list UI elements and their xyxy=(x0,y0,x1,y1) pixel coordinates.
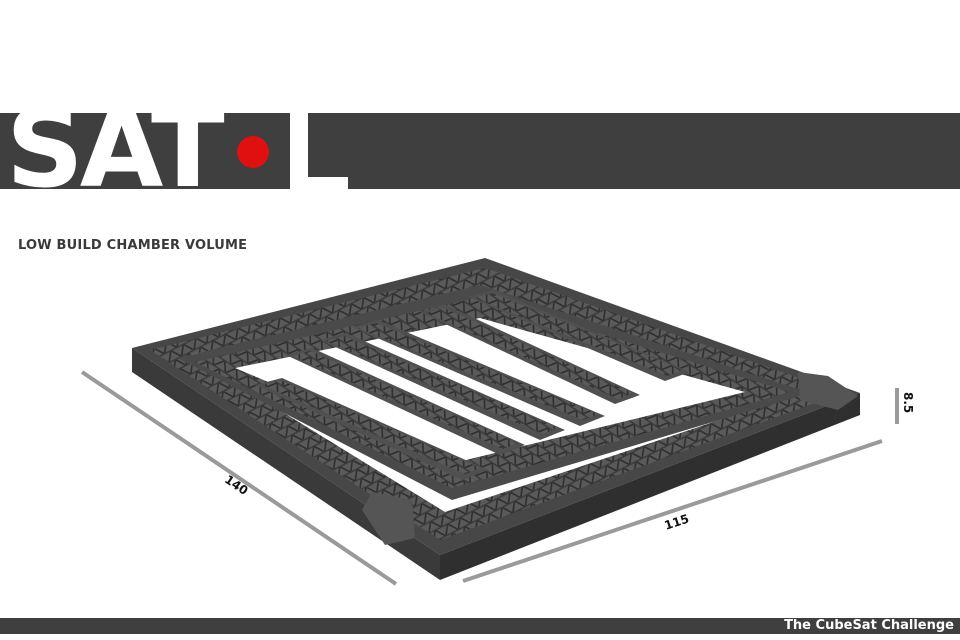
corner-block-left xyxy=(362,492,415,545)
footer-bar xyxy=(0,618,960,634)
logo-top-mask xyxy=(0,60,960,113)
dimension-label-height: 8.5 xyxy=(901,392,915,413)
dimension-line-length xyxy=(80,370,398,586)
page-heading: LOW BUILD CHAMBER VOLUME xyxy=(18,238,248,253)
header-banner xyxy=(0,113,960,189)
frame-render: 140 115 8.5 xyxy=(80,258,915,586)
logo-red-dot xyxy=(237,136,269,168)
dimension-label-length: 140 xyxy=(222,472,251,498)
corner-block-right xyxy=(798,372,858,410)
logo-wordmark: SAT xyxy=(6,87,225,212)
beams xyxy=(255,290,690,480)
dimension-line-width xyxy=(462,439,883,583)
logo-bottom-mask xyxy=(0,189,960,229)
logo-letter-l-cutout xyxy=(308,113,348,177)
footer-caption: The CubeSat Challenge xyxy=(784,618,954,633)
